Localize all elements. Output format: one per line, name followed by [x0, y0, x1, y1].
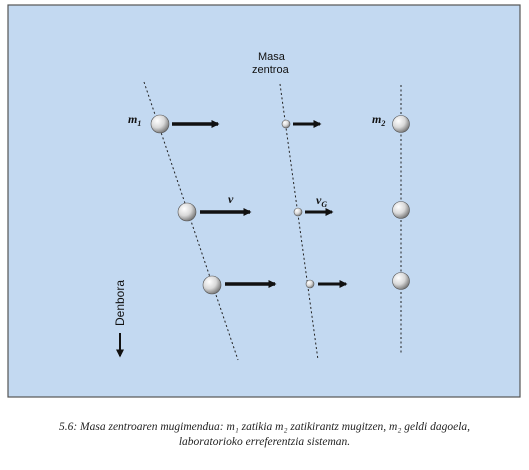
- m1-ball-row1: [150, 114, 170, 134]
- m2-ball-row2: [392, 201, 410, 219]
- center-of-mass-ball-row1: [281, 119, 291, 129]
- m2-label: m2: [372, 112, 385, 128]
- caption-line1: 5.6: Masa zentroaren mugimendua: m₁ zati…: [58, 421, 471, 433]
- time-label: Denbora: [113, 280, 127, 326]
- center-of-mass-trajectory-line: [279, 83, 319, 361]
- caption-line2: laboratorioko erreferentzia sisteman.: [178, 436, 351, 448]
- center-of-mass-ball-row3: [305, 279, 315, 289]
- m1-ball-row3: [202, 275, 222, 295]
- center-of-mass-ball-row2: [293, 207, 303, 217]
- m1-label: m1: [128, 112, 141, 128]
- center-of-mass-label-line1: Masa: [258, 51, 286, 63]
- m1-trajectory-line: [143, 81, 239, 361]
- m2-ball-row3: [392, 272, 410, 290]
- velocity-label: v: [228, 192, 234, 206]
- m2-ball-row1: [392, 115, 410, 133]
- cm-velocity-label: vG: [316, 193, 327, 209]
- m1-ball-row2: [177, 202, 197, 222]
- figure-caption: 5.6: Masa zentroaren mugimendua: m₁ zati…: [0, 420, 529, 450]
- diagram: Denbora Masa zentroa m1 m2 v vG: [7, 4, 521, 398]
- center-of-mass-label-line2: zentroa: [252, 64, 290, 76]
- diagram-panel: [7, 4, 521, 398]
